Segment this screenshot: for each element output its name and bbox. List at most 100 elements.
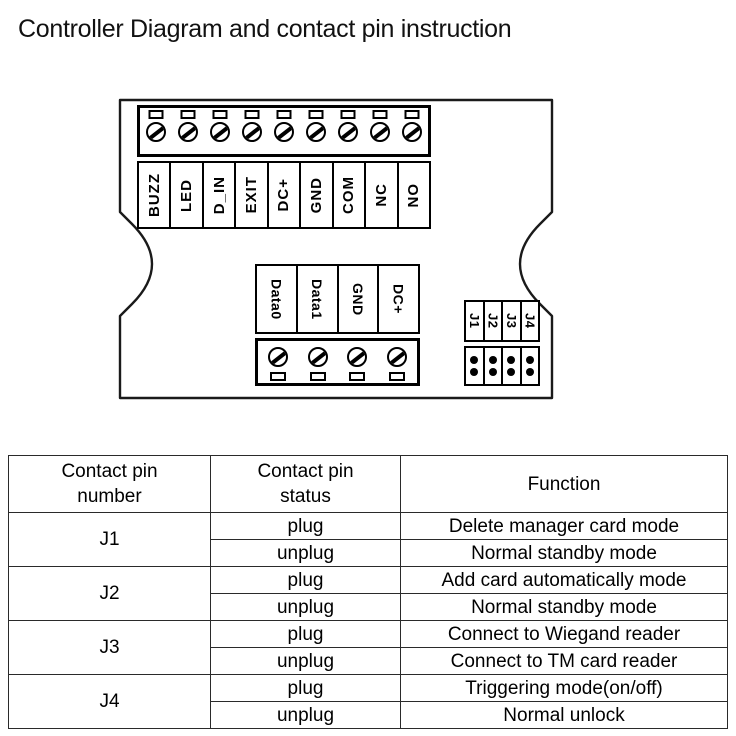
screw-terminal bbox=[377, 341, 417, 383]
cell-function: Normal unlock bbox=[400, 701, 728, 729]
header-line-2: number bbox=[77, 486, 142, 507]
bottom-terminal-screw-row bbox=[255, 338, 420, 386]
terminal-label-text: GND bbox=[349, 282, 366, 316]
terminal-slot-icon bbox=[389, 372, 406, 381]
jumper-pin-row bbox=[464, 346, 540, 386]
controller-board-diagram: BUZZ LED D_IN EXIT DC+ GND COM NC bbox=[0, 88, 736, 418]
header-line-1: Contact pin bbox=[257, 461, 354, 482]
screw-head-icon bbox=[274, 122, 294, 142]
top-terminal-screw-row bbox=[137, 105, 431, 157]
jumper-pins-j3 bbox=[503, 348, 522, 384]
terminal-label-text: COM bbox=[340, 176, 358, 214]
screw-head-icon bbox=[242, 122, 262, 142]
header-line-1: Function bbox=[527, 473, 601, 495]
screw-head-icon bbox=[146, 122, 166, 142]
screw-head-icon bbox=[306, 122, 326, 142]
terminal-label-data1: Data1 bbox=[298, 266, 339, 332]
header-line-2: status bbox=[280, 486, 331, 507]
terminal-slot-icon bbox=[308, 110, 324, 119]
terminal-label-text: BUZZ bbox=[145, 173, 163, 217]
cell-pin-status: plug bbox=[210, 512, 401, 540]
cell-pin-number: J1 bbox=[8, 512, 211, 567]
terminal-label-no: NO bbox=[399, 163, 429, 227]
cell-pin-number: J4 bbox=[8, 674, 211, 729]
page-title: Controller Diagram and contact pin instr… bbox=[18, 15, 512, 43]
pin-dot-icon bbox=[525, 355, 534, 364]
terminal-label-gnd-bottom: GND bbox=[339, 266, 380, 332]
pin-dot-icon bbox=[470, 368, 479, 377]
terminal-slot-icon bbox=[349, 372, 366, 381]
screw-terminal bbox=[140, 108, 172, 154]
terminal-label-d-in: D_IN bbox=[204, 163, 237, 227]
screw-head-icon bbox=[210, 122, 230, 142]
screw-terminal bbox=[298, 341, 338, 383]
terminal-label-text: NO bbox=[405, 182, 423, 208]
terminal-slot-icon bbox=[372, 110, 388, 119]
cell-pin-status: plug bbox=[210, 566, 401, 594]
screw-head-icon bbox=[307, 347, 328, 367]
terminal-label-text: Data0 bbox=[268, 278, 285, 320]
pin-dot-icon bbox=[525, 368, 534, 377]
bottom-terminal-label-row: Data0 Data1 GND DC+ bbox=[255, 264, 420, 334]
pin-dot-icon bbox=[507, 355, 516, 364]
cell-function: Connect to Wiegand reader bbox=[400, 620, 728, 648]
terminal-label-text: DC+ bbox=[275, 178, 293, 212]
screw-terminal bbox=[338, 341, 378, 383]
terminal-slot-icon bbox=[276, 110, 292, 119]
screw-terminal bbox=[300, 108, 332, 154]
table-row: unplug Normal standby mode bbox=[9, 539, 728, 567]
contact-pin-table: Contact pin number Contact pin status Fu… bbox=[8, 455, 728, 729]
table-row: J4 plug Triggering mode(on/off) bbox=[8, 674, 728, 729]
terminal-label-text: Data1 bbox=[309, 278, 326, 320]
screw-terminal bbox=[268, 108, 300, 154]
table-header-function: Function bbox=[400, 455, 728, 513]
jumper-label-text: J3 bbox=[503, 313, 519, 329]
pin-dot-icon bbox=[488, 368, 497, 377]
jumper-label-text: J1 bbox=[466, 313, 482, 329]
cell-function: Connect to TM card reader bbox=[400, 647, 728, 675]
cell-pin-number: J2 bbox=[8, 566, 211, 621]
jumper-pins-j2 bbox=[485, 348, 503, 384]
jumper-label-text: J2 bbox=[485, 313, 501, 329]
cell-function: Normal standby mode bbox=[400, 539, 728, 567]
pin-dot-icon bbox=[488, 355, 497, 364]
jumper-label-row: J1 J2 J3 J4 bbox=[464, 300, 540, 342]
cell-function: Delete manager card mode bbox=[400, 512, 728, 540]
table-row: J1 plug Delete manager card mode bbox=[8, 512, 728, 567]
screw-terminal bbox=[204, 108, 236, 154]
terminal-slot-icon bbox=[180, 110, 196, 119]
terminal-label-text: D_IN bbox=[210, 175, 228, 215]
screw-terminal bbox=[332, 108, 364, 154]
table-row: J3 plug Connect to Wiegand reader bbox=[8, 620, 728, 675]
jumper-label-j1: J1 bbox=[466, 302, 485, 340]
jumper-pins-j4 bbox=[522, 348, 539, 384]
screw-head-icon bbox=[387, 347, 408, 367]
cell-pin-status: unplug bbox=[210, 593, 401, 621]
terminal-label-dc-plus-bottom: DC+ bbox=[379, 266, 418, 332]
table-row: J2 plug Add card automatically mode bbox=[8, 566, 728, 621]
screw-head-icon bbox=[402, 122, 422, 142]
terminal-label-data0: Data0 bbox=[257, 266, 298, 332]
cell-pin-status: unplug bbox=[210, 701, 401, 729]
terminal-slot-icon bbox=[212, 110, 228, 119]
terminal-slot-icon bbox=[309, 372, 326, 381]
terminal-label-com: COM bbox=[334, 163, 367, 227]
terminal-label-nc: NC bbox=[366, 163, 399, 227]
jumper-pins-j1 bbox=[466, 348, 485, 384]
cell-function: Add card automatically mode bbox=[400, 566, 728, 594]
cell-pin-status: unplug bbox=[210, 539, 401, 567]
top-terminal-label-row: BUZZ LED D_IN EXIT DC+ GND COM NC bbox=[137, 161, 431, 229]
terminal-label-exit: EXIT bbox=[236, 163, 269, 227]
cell-pin-status: unplug bbox=[210, 647, 401, 675]
screw-head-icon bbox=[347, 347, 368, 367]
cell-function: Normal standby mode bbox=[400, 593, 728, 621]
table-row: unplug Normal standby mode bbox=[9, 593, 728, 621]
screw-terminal bbox=[258, 341, 298, 383]
cell-pin-number: J3 bbox=[8, 620, 211, 675]
screw-terminal bbox=[396, 108, 428, 154]
screw-head-icon bbox=[370, 122, 390, 142]
header-line-1: Contact pin bbox=[61, 461, 158, 482]
screw-terminal bbox=[236, 108, 268, 154]
terminal-label-buzz: BUZZ bbox=[139, 163, 172, 227]
terminal-label-text: DC+ bbox=[390, 284, 407, 314]
